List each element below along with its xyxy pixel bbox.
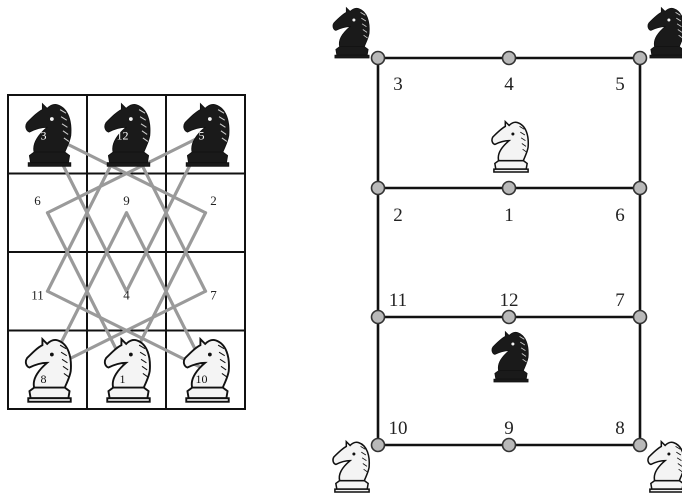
- node-label: 7: [615, 290, 625, 311]
- square-label: 1: [120, 372, 126, 386]
- white-knight-icon: [103, 338, 151, 403]
- square-label: 7: [210, 287, 217, 302]
- black-knight-icon: [104, 103, 151, 167]
- square-label: 12: [117, 128, 129, 142]
- node-label: 9: [504, 418, 514, 439]
- black-knight-icon: [647, 7, 682, 59]
- black-knight-icon: [183, 103, 230, 167]
- node-label: 8: [615, 418, 625, 439]
- graph-node: [370, 309, 386, 325]
- graph-node: [501, 50, 517, 66]
- black-knight-icon: [25, 103, 72, 167]
- square-label: 9: [123, 193, 130, 208]
- white-knight-icon: [491, 120, 530, 173]
- node-label: 2: [393, 205, 403, 226]
- white-knight-icon: [182, 338, 230, 403]
- node-label: 6: [615, 205, 625, 226]
- knight-move-line: [45, 132, 208, 215]
- graph-node: [501, 309, 517, 325]
- square-label: 5: [199, 128, 205, 142]
- graph-edges: [376, 56, 642, 447]
- black-knight-icon: [491, 331, 529, 383]
- black-knight-icon: [332, 7, 370, 59]
- square-label: 10: [196, 372, 208, 386]
- square-label: 8: [41, 372, 47, 386]
- square-label: 11: [31, 287, 44, 302]
- graph-node: [501, 180, 517, 196]
- graph-node: [370, 50, 386, 66]
- node-label: 5: [615, 74, 625, 95]
- square-label: 6: [34, 193, 41, 208]
- chessboard-3x4: 3 12 5 6 9 2 11 4 7 8 1 10: [7, 94, 246, 410]
- graph-node: [370, 437, 386, 453]
- graph-node: [632, 50, 648, 66]
- node-label: 11: [389, 290, 407, 311]
- node-label: 12: [500, 290, 519, 311]
- graph-node: [370, 180, 386, 196]
- square-label: 2: [210, 193, 217, 208]
- white-knight-icon: [24, 338, 72, 403]
- white-knight-icon: [332, 440, 371, 493]
- node-label: 4: [504, 74, 514, 95]
- node-label: 1: [504, 205, 514, 226]
- graph-node: [632, 180, 648, 196]
- square-label: 4: [123, 287, 130, 302]
- graph-node: [501, 437, 517, 453]
- square-label: 3: [41, 128, 47, 142]
- knight-graph-unfolded: 3 4 5 2 1 6 11 12 7 10 9 8: [332, 7, 682, 493]
- graph-node: [632, 309, 648, 325]
- knight-move-line: [45, 289, 208, 372]
- graph-node: [632, 437, 648, 453]
- white-knight-icon: [647, 440, 682, 493]
- node-label: 3: [393, 74, 403, 95]
- node-label: 10: [389, 418, 408, 439]
